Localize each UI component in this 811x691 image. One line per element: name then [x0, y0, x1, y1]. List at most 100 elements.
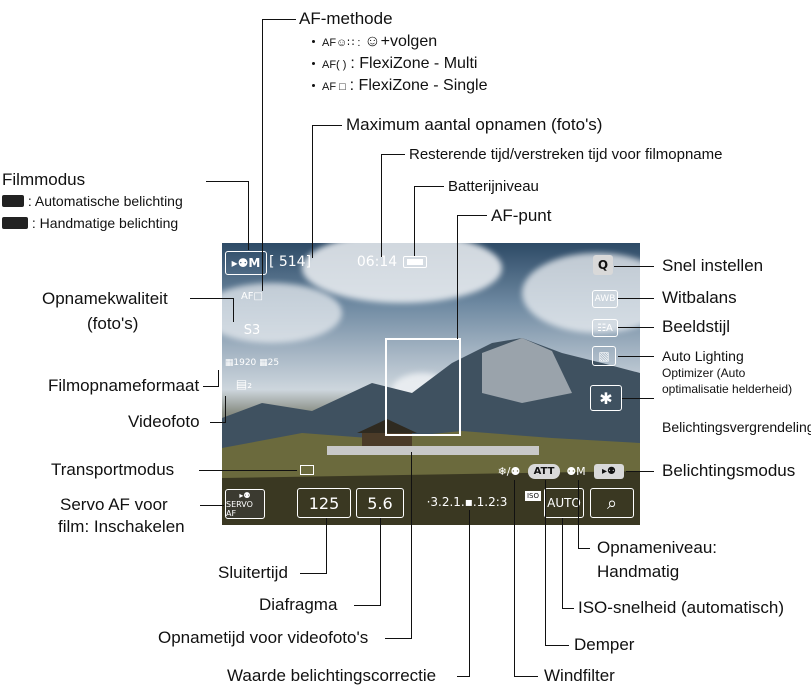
exposure-comp-scale: ·3.2.1.▪.1.2:3 — [426, 495, 508, 509]
label-af-point: AF-punt — [491, 206, 552, 225]
quality-icon[interactable]: S3 — [243, 322, 261, 338]
label-alo-1: Auto Lighting — [662, 348, 744, 364]
leader-line — [312, 125, 314, 258]
af-multi-icon: AF( ) — [322, 59, 347, 71]
leader-line — [199, 470, 297, 472]
label-max-shots: Maximum aantal opnamen (foto's) — [346, 115, 603, 134]
movie-auto-icon — [2, 195, 24, 207]
movie-manual-icon — [2, 217, 28, 229]
shots-remaining: [ 514] — [268, 254, 312, 270]
label-exposure-mode: Belichtingsmodus — [662, 461, 796, 480]
leader-line — [414, 186, 444, 188]
leader-line — [578, 480, 580, 549]
leader-line — [381, 154, 405, 156]
label-video-snapshot: Videofoto — [128, 412, 200, 431]
leader-line — [262, 19, 264, 291]
label-servo-2: film: Inschakelen — [58, 517, 185, 536]
leader-line — [414, 186, 416, 256]
leader-line — [262, 19, 296, 21]
af-method-icon[interactable]: AF□ — [240, 290, 264, 302]
leader-line — [578, 548, 590, 550]
label-white-balance: Witbalans — [662, 288, 737, 307]
leader-line — [562, 518, 564, 609]
af-face-text: ☺+volgen — [364, 33, 438, 50]
rec-level-icon[interactable]: ⚉M — [566, 464, 586, 478]
shutter-speed-value[interactable]: 125 — [297, 488, 351, 518]
leader-line — [457, 215, 487, 217]
label-aperture: Diafragma — [259, 595, 338, 614]
label-movie-format: Filmopnameformaat — [48, 376, 200, 395]
label-iso: ISO-snelheid (automatisch) — [578, 598, 784, 617]
leader-line — [190, 298, 234, 300]
leader-line — [385, 638, 412, 640]
attenuator-icon[interactable]: ATT — [528, 464, 560, 479]
leader-line — [354, 605, 381, 607]
movie-mode-auto-row: : Automatische belichting — [2, 193, 183, 210]
label-movie-mode: Filmmodus — [2, 170, 86, 189]
battery-fill — [407, 259, 423, 265]
leader-line — [411, 452, 413, 639]
label-remaining-time: Resterende tijd/verstreken tijd voor fil… — [409, 146, 723, 163]
label-alo-2: Optimizer (Auto — [662, 366, 746, 380]
leader-line — [380, 518, 382, 606]
label-exposure-comp: Waarde belichtingscorrectie — [227, 666, 437, 685]
video-snapshot-icon[interactable]: ▤₂ — [235, 377, 253, 391]
label-battery: Batterijniveau — [448, 178, 539, 195]
cloud — [302, 243, 502, 303]
ae-lock-icon[interactable]: ✱ — [590, 385, 622, 411]
af-multi-text: : FlexiZone - Multi — [350, 55, 478, 72]
leader-line — [545, 480, 547, 646]
label-quick-control: Snel instellen — [662, 256, 764, 275]
label-snapshot-time: Opnametijd voor videofoto's — [158, 628, 369, 647]
af-single-icon: AF □ — [322, 81, 346, 93]
iso-badge: ISO — [525, 491, 541, 501]
label-alo-3: optimalisatie helderheid) — [662, 382, 793, 396]
aperture-value[interactable]: 5.6 — [356, 488, 404, 518]
label-rec-level-2: Handmatig — [597, 562, 680, 581]
movie-auto-text: : Automatische belichting — [27, 193, 183, 209]
leader-line — [326, 518, 328, 574]
label-attenuator: Demper — [574, 635, 635, 654]
cloud — [222, 283, 342, 343]
movie-mode-icon[interactable]: ▸⚉M — [225, 251, 267, 275]
leader-line — [622, 398, 654, 400]
drive-mode-icon[interactable] — [300, 465, 314, 475]
wind-filter-icon[interactable]: ❄/⚉ — [497, 464, 521, 478]
label-ae-lock: Belichtingsvergrendeling — [662, 419, 811, 435]
snapshot-time-bar — [327, 446, 539, 455]
leader-line — [514, 676, 538, 678]
leader-line — [210, 422, 226, 424]
af-face-icon: AF☺∷ : — [322, 37, 361, 49]
servo-icon-top: ▸⚉ — [239, 490, 251, 500]
movie-format-icon[interactable]: ▦1920 ▦25 — [224, 358, 280, 368]
label-picture-style: Beeldstijl — [662, 317, 731, 336]
leader-line — [618, 356, 654, 358]
leader-line — [562, 608, 574, 610]
leader-line — [514, 480, 516, 677]
iso-value[interactable]: AUTO — [544, 488, 584, 518]
servo-icon-bottom: SERVO AF — [226, 499, 253, 518]
leader-line — [469, 510, 471, 677]
white-balance-icon[interactable]: AWB — [592, 290, 618, 308]
auto-lighting-icon[interactable]: ▧ — [592, 346, 616, 366]
af-point-frame[interactable] — [385, 338, 461, 436]
leader-line — [457, 215, 459, 339]
leader-line — [626, 471, 654, 473]
label-af-method: AF-methode — [299, 9, 393, 28]
af-method-option-single: AF □ : FlexiZone - Single — [312, 77, 488, 96]
leader-line — [614, 266, 654, 268]
movie-manual-text: : Handmatige belichting — [31, 215, 179, 231]
servo-af-button[interactable]: ▸⚉ SERVO AF — [225, 489, 265, 519]
label-shutter: Sluitertijd — [218, 563, 288, 582]
leader-line — [618, 327, 654, 329]
exposure-mode-icon[interactable]: ▸⚉ — [594, 464, 624, 479]
magnify-icon[interactable]: ⌕ — [590, 488, 634, 518]
leader-line — [233, 298, 235, 322]
quick-control-icon[interactable]: Q — [593, 255, 613, 275]
af-method-option-face: AF☺∷ : ☺+volgen — [312, 33, 437, 52]
picture-style-icon[interactable]: ☷A — [592, 319, 618, 337]
battery-icon — [403, 256, 427, 268]
leader-line — [248, 181, 250, 250]
leader-line — [200, 505, 224, 507]
label-quality-2: (foto's) — [87, 314, 139, 333]
